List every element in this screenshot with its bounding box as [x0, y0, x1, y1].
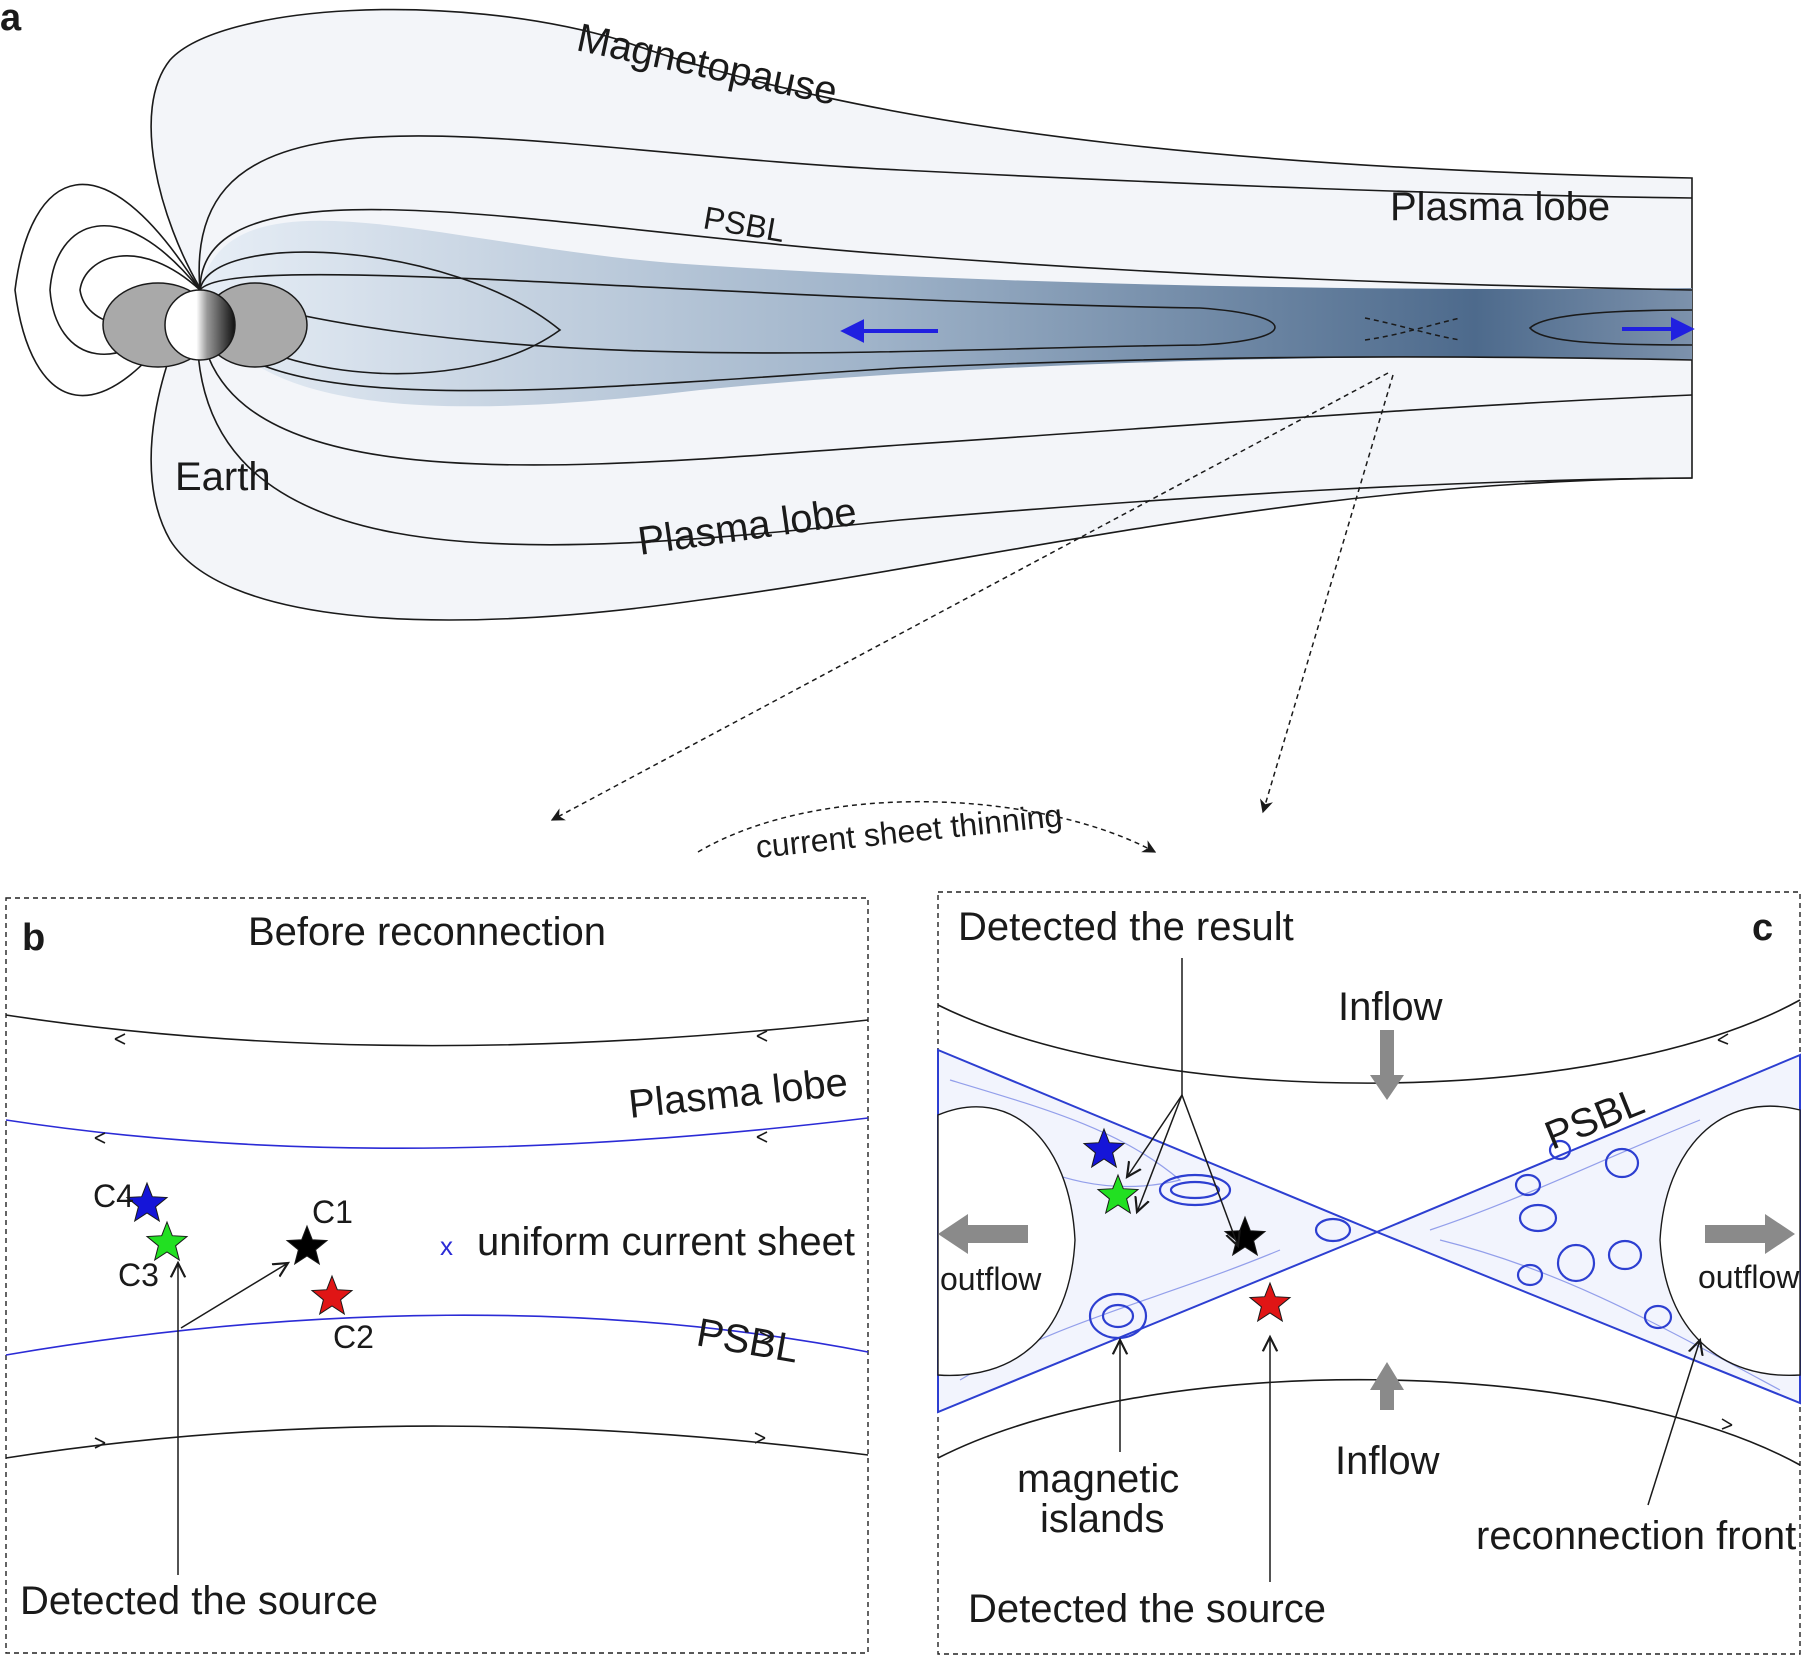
outflow-left-arrow — [938, 1214, 1028, 1254]
c-arrow-bot — [1721, 1418, 1733, 1430]
thinning-label: current sheet thinning — [754, 797, 1064, 865]
swirl-3 — [1429, 1119, 1701, 1231]
c-islands-label-2: islands — [1040, 1497, 1165, 1541]
legend-marker: x — [440, 1231, 453, 1261]
panel-c-stars — [1082, 1127, 1292, 1323]
b-psbl-label: PSBL — [693, 1311, 801, 1372]
panel-b-stars — [125, 1181, 354, 1316]
field-line-1 — [198, 135, 1693, 291]
panel-letter-b: b — [22, 917, 45, 959]
x-line-2 — [1364, 317, 1461, 341]
c-source-label: Detected the source — [968, 1587, 1326, 1631]
field-line-4 — [199, 273, 1276, 354]
b-link-arrow — [180, 1263, 288, 1329]
b-field-bottom — [5, 1425, 869, 1459]
island-3 — [1314, 1217, 1352, 1243]
panel-b-frame — [5, 897, 869, 1654]
c-result-arrow-3 — [1137, 1094, 1183, 1212]
island-4 — [1518, 1203, 1558, 1233]
island-5 — [1604, 1147, 1640, 1179]
island-8 — [1516, 1263, 1544, 1287]
b-field-top — [5, 1014, 869, 1047]
b-plasma-lobe-label: Plasma lobe — [626, 1060, 850, 1127]
earth-globe — [164, 289, 236, 361]
field-line-5 — [199, 289, 1693, 392]
b-blue-top — [5, 1117, 869, 1149]
b-arrow-top-2 — [756, 1030, 768, 1042]
b-star-c3 — [145, 1220, 189, 1262]
b-star-c4 — [125, 1181, 169, 1223]
inflow-bottom-arrow — [1370, 1362, 1404, 1410]
x-line-1 — [1364, 317, 1461, 341]
c-outflow-right: outflow — [1698, 1259, 1800, 1295]
island-9 — [1643, 1304, 1673, 1330]
b-arrow-blue-1 — [94, 1132, 106, 1144]
transition: current sheet thinning — [697, 797, 1157, 865]
thinning-arrow — [697, 800, 1157, 853]
c-field-top — [937, 999, 1801, 1084]
island-6 — [1556, 1243, 1596, 1283]
c-front-arrow — [1647, 1340, 1700, 1506]
field-line-6 — [198, 289, 1693, 466]
dayside-loop-outer — [14, 183, 201, 397]
c-islands-label-1: magnetic — [1017, 1457, 1179, 1501]
b-blue-bottom — [5, 1314, 869, 1356]
panel-b-title: Before reconnection — [248, 910, 606, 954]
c-outflow-left: outflow — [940, 1261, 1042, 1297]
legend-text: uniform current sheet — [477, 1220, 855, 1264]
earth-label: Earth — [175, 455, 271, 499]
c-field-bottom — [937, 1378, 1801, 1466]
c-star-red — [1248, 1281, 1292, 1323]
panel-c: c Detected the result — [937, 891, 1801, 1655]
panel-letter-a: a — [0, 0, 22, 39]
panel-a: a Magnetopause Plasma lobe PSBL Eart — [0, 0, 1695, 821]
plasma-sheet — [200, 220, 1692, 407]
island-2-core — [1101, 1303, 1135, 1329]
star-label-c4: C4 — [93, 1178, 134, 1214]
panel-letter-c: c — [1752, 907, 1773, 949]
b-source-label: Detected the source — [20, 1579, 378, 1623]
island-1 — [1158, 1173, 1232, 1207]
star-label-c3: C3 — [118, 1257, 159, 1293]
c-result-label: Detected the result — [958, 905, 1294, 949]
field-line-2 — [199, 208, 1693, 291]
island-11 — [1548, 1139, 1572, 1161]
zoom-arrow-right — [1259, 374, 1394, 814]
b-arrow-bot-1 — [94, 1437, 106, 1449]
b-star-c2 — [310, 1274, 354, 1316]
c-result-arrow-2 — [1181, 1094, 1238, 1246]
inflow-top-arrow — [1370, 1030, 1404, 1100]
b-arrow-blue-2 — [756, 1131, 768, 1143]
far-tail-loop — [1528, 309, 1693, 346]
star-label-c1: C1 — [312, 1194, 353, 1230]
island-7 — [1607, 1239, 1643, 1271]
b-star-c1 — [285, 1224, 329, 1266]
c-arrow-top — [1717, 1033, 1729, 1045]
c-star-green — [1096, 1173, 1140, 1215]
c-star-blue — [1082, 1127, 1126, 1169]
field-line-7 — [196, 289, 1693, 546]
panel-b: b Before reconnection Plasma lobe PSBL x… — [5, 897, 869, 1654]
c-inflow-top: Inflow — [1338, 985, 1443, 1029]
star-label-c2: C2 — [333, 1319, 374, 1355]
outflow-right-arrow — [1705, 1214, 1795, 1254]
b-arrow-blue-3 — [759, 1331, 771, 1343]
b-arrow-top-1 — [114, 1033, 126, 1045]
c-inflow-bottom: Inflow — [1335, 1439, 1440, 1483]
c-result-arrow-1 — [1127, 1094, 1183, 1177]
island-10 — [1514, 1173, 1542, 1197]
b-arrow-bot-2 — [754, 1432, 766, 1444]
c-front-label: reconnection front — [1476, 1514, 1796, 1558]
plasma-lobe-top-label: Plasma lobe — [1390, 185, 1610, 229]
island-1-core — [1169, 1180, 1221, 1200]
